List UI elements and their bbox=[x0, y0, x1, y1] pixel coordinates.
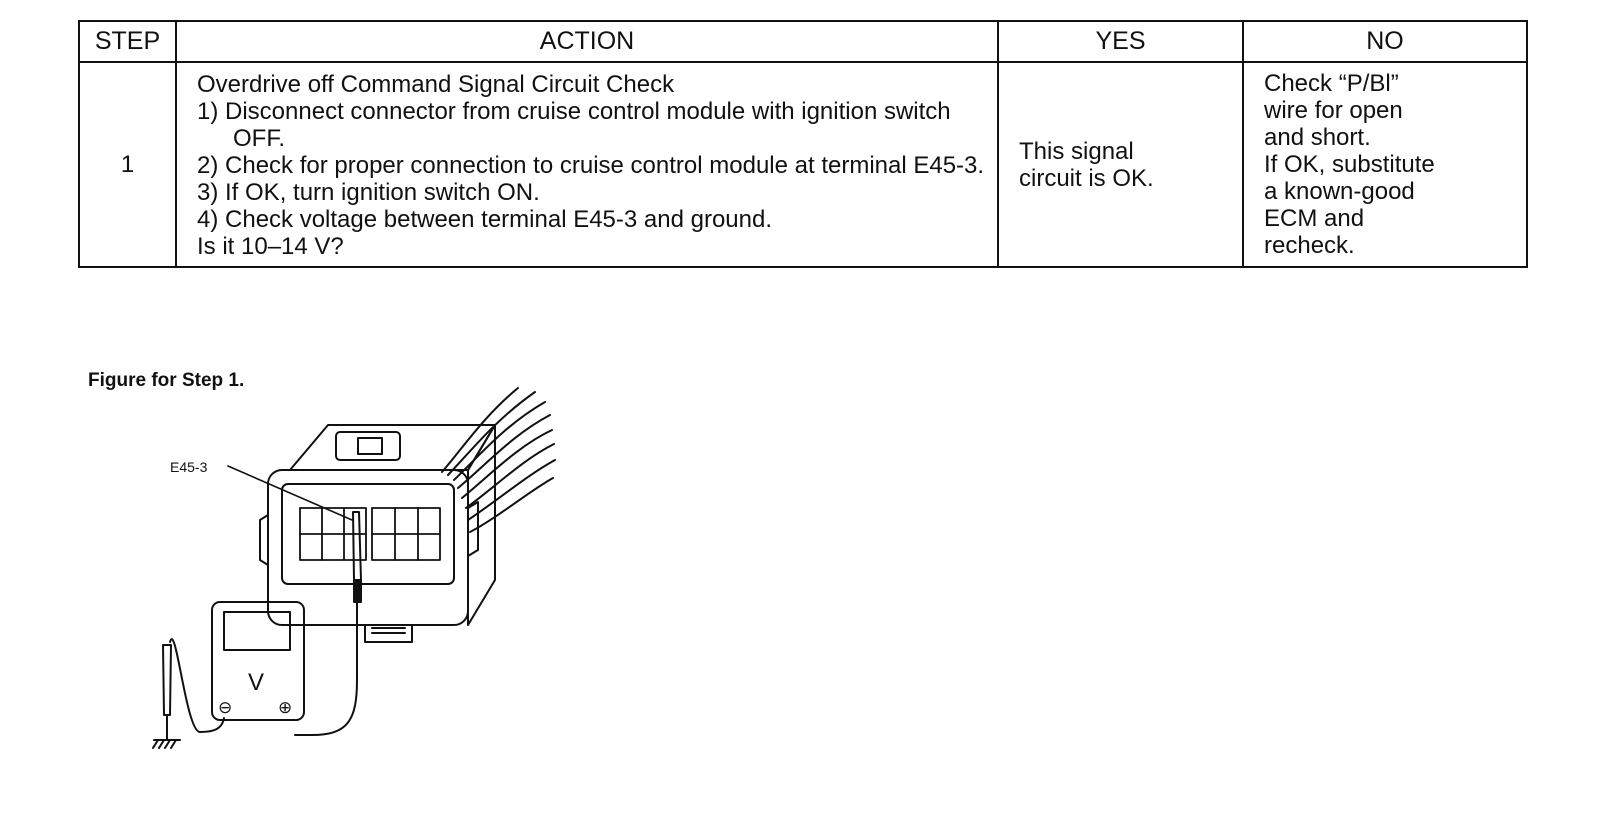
positive-terminal-icon: ⊕ bbox=[278, 698, 292, 718]
header-yes: YES bbox=[997, 20, 1244, 63]
terminal-label: E45-3 bbox=[170, 459, 208, 475]
action-cell: Overdrive off Command Signal Circuit Che… bbox=[175, 61, 999, 268]
table-row: 1 Overdrive off Command Signal Circuit C… bbox=[78, 61, 1528, 268]
yes-cell: This signal circuit is OK. bbox=[997, 61, 1244, 268]
header-step: STEP bbox=[78, 20, 177, 63]
action-title: Overdrive off Command Signal Circuit Che… bbox=[197, 71, 675, 98]
no-result: Check “P/Bl” wire for open and short. If… bbox=[1264, 70, 1435, 259]
action-step: 4) Check voltage between terminal E45-3 … bbox=[197, 206, 773, 233]
positive-test-lead bbox=[294, 679, 358, 736]
header-action: ACTION bbox=[175, 20, 999, 63]
voltmeter: V ⊖ ⊕ bbox=[211, 601, 305, 721]
action-question: Is it 10–14 V? bbox=[197, 233, 344, 260]
yes-result: This signal circuit is OK. bbox=[1019, 137, 1154, 192]
diagnostic-table: STEP ACTION YES NO 1 Overdrive off Comma… bbox=[78, 20, 1528, 268]
meter-unit-label: V bbox=[248, 669, 264, 696]
no-cell: Check “P/Bl” wire for open and short. If… bbox=[1242, 61, 1528, 268]
figure-caption: Figure for Step 1. bbox=[88, 370, 245, 391]
action-step: 1) Disconnect connector from cruise cont… bbox=[197, 98, 951, 152]
step-number: 1 bbox=[78, 61, 177, 268]
terminal-leader-line bbox=[227, 465, 353, 521]
negative-terminal-icon: ⊖ bbox=[218, 698, 232, 718]
connector-voltmeter-figure: E45-3 V ⊖ ⊕ bbox=[152, 387, 556, 749]
negative-test-lead bbox=[169, 638, 225, 733]
terminal-grid bbox=[299, 507, 441, 561]
action-step: 2) Check for proper connection to cruise… bbox=[197, 152, 985, 179]
header-row: STEP ACTION YES NO bbox=[78, 20, 1528, 63]
header-no: NO bbox=[1242, 20, 1528, 63]
ground-probe bbox=[152, 644, 181, 749]
back-probe bbox=[352, 511, 362, 681]
wire-bundle bbox=[441, 387, 556, 533]
connector-housing bbox=[259, 424, 496, 643]
action-step: 3) If OK, turn ignition switch ON. bbox=[197, 179, 540, 206]
action-steps-list: 1) Disconnect connector from cruise cont… bbox=[197, 98, 987, 233]
